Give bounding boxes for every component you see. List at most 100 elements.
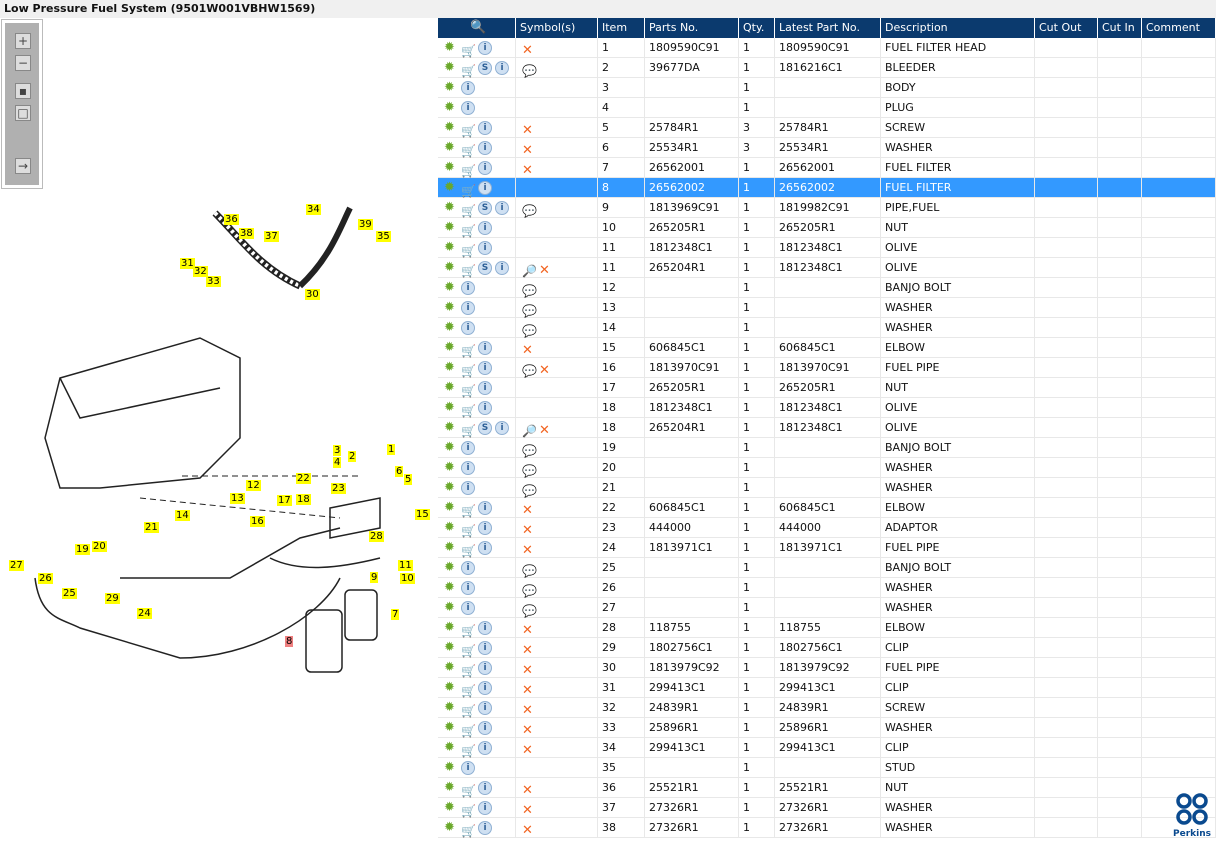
gear-icon[interactable]: ✹: [444, 780, 455, 795]
note-icon[interactable]: 💬: [522, 564, 537, 578]
cart-icon[interactable]: 🛒: [461, 244, 476, 258]
callout-36[interactable]: 36: [224, 214, 239, 225]
gear-icon[interactable]: ✹: [444, 500, 455, 515]
gear-icon[interactable]: ✹: [444, 460, 455, 475]
cart-icon[interactable]: 🛒: [461, 124, 476, 138]
cart-icon[interactable]: 🛒: [461, 504, 476, 518]
cart-icon[interactable]: 🛒: [461, 344, 476, 358]
cart-icon[interactable]: 🛒: [461, 684, 476, 698]
gear-icon[interactable]: ✹: [444, 40, 455, 55]
cart-icon[interactable]: 🛒: [461, 744, 476, 758]
callout-5[interactable]: 5: [404, 474, 413, 485]
gear-icon[interactable]: ✹: [444, 120, 455, 135]
callout-39[interactable]: 39: [358, 219, 373, 230]
info-icon[interactable]: i: [461, 561, 475, 575]
gear-icon[interactable]: ✹: [444, 520, 455, 535]
callout-28[interactable]: 28: [369, 531, 384, 542]
note-icon[interactable]: 💬: [522, 444, 537, 458]
cart-icon[interactable]: 🛒: [461, 64, 476, 78]
info-icon[interactable]: i: [478, 41, 492, 55]
info-icon[interactable]: i: [478, 141, 492, 155]
cart-icon[interactable]: 🛒: [461, 624, 476, 638]
note-icon[interactable]: 💬: [522, 204, 537, 218]
gear-icon[interactable]: ✹: [444, 600, 455, 615]
gear-icon[interactable]: ✹: [444, 480, 455, 495]
callout-20[interactable]: 20: [92, 541, 107, 552]
callout-34[interactable]: 34: [306, 204, 321, 215]
gear-icon[interactable]: ✹: [444, 380, 455, 395]
info-icon[interactable]: i: [478, 341, 492, 355]
callout-8[interactable]: 8: [285, 636, 294, 647]
column-header-cut-in[interactable]: Cut In: [1098, 18, 1142, 38]
cart-icon[interactable]: 🛒: [461, 644, 476, 658]
callout-25[interactable]: 25: [62, 588, 77, 599]
info-icon[interactable]: i: [478, 661, 492, 675]
column-header-actions[interactable]: 🔍: [438, 18, 516, 38]
note-icon[interactable]: 💬: [522, 604, 537, 618]
info-icon[interactable]: i: [478, 121, 492, 135]
search-parts-icon[interactable]: 🔍: [470, 20, 487, 35]
info-icon[interactable]: i: [478, 741, 492, 755]
info-icon[interactable]: i: [478, 181, 492, 195]
callout-30[interactable]: 30: [305, 289, 320, 300]
callout-35[interactable]: 35: [376, 231, 391, 242]
info-icon[interactable]: i: [461, 301, 475, 315]
column-header-qty[interactable]: Qty.: [739, 18, 775, 38]
info-icon[interactable]: i: [478, 521, 492, 535]
cart-icon[interactable]: 🛒: [461, 384, 476, 398]
cart-icon[interactable]: 🛒: [461, 424, 476, 438]
gear-icon[interactable]: ✹: [444, 640, 455, 655]
column-header-comment[interactable]: Comment: [1142, 18, 1216, 38]
info-icon[interactable]: i: [478, 161, 492, 175]
info-icon[interactable]: i: [478, 501, 492, 515]
info-icon[interactable]: i: [461, 81, 475, 95]
callout-24[interactable]: 24: [137, 608, 152, 619]
fit-all-button[interactable]: ▪: [15, 83, 31, 99]
info-icon[interactable]: i: [495, 261, 509, 275]
note-icon[interactable]: 💬: [522, 484, 537, 498]
cart-icon[interactable]: 🛒: [461, 164, 476, 178]
zoom-out-button[interactable]: −: [15, 55, 31, 71]
gear-icon[interactable]: ✹: [444, 60, 455, 75]
cart-icon[interactable]: 🛒: [461, 264, 476, 278]
info-icon[interactable]: i: [478, 821, 492, 835]
callout-21[interactable]: 21: [144, 522, 159, 533]
info-icon[interactable]: i: [478, 381, 492, 395]
gear-icon[interactable]: ✹: [444, 300, 455, 315]
note-icon[interactable]: 💬: [522, 364, 537, 378]
cart-icon[interactable]: 🛒: [461, 224, 476, 238]
gear-icon[interactable]: ✹: [444, 740, 455, 755]
info-icon[interactable]: i: [461, 101, 475, 115]
cart-icon[interactable]: 🛒: [461, 144, 476, 158]
info-icon[interactable]: i: [461, 461, 475, 475]
gear-icon[interactable]: ✹: [444, 800, 455, 815]
callout-38[interactable]: 38: [239, 228, 254, 239]
info-icon[interactable]: i: [461, 761, 475, 775]
callout-9[interactable]: 9: [370, 572, 379, 583]
info-icon[interactable]: i: [478, 701, 492, 715]
info-icon[interactable]: i: [461, 601, 475, 615]
